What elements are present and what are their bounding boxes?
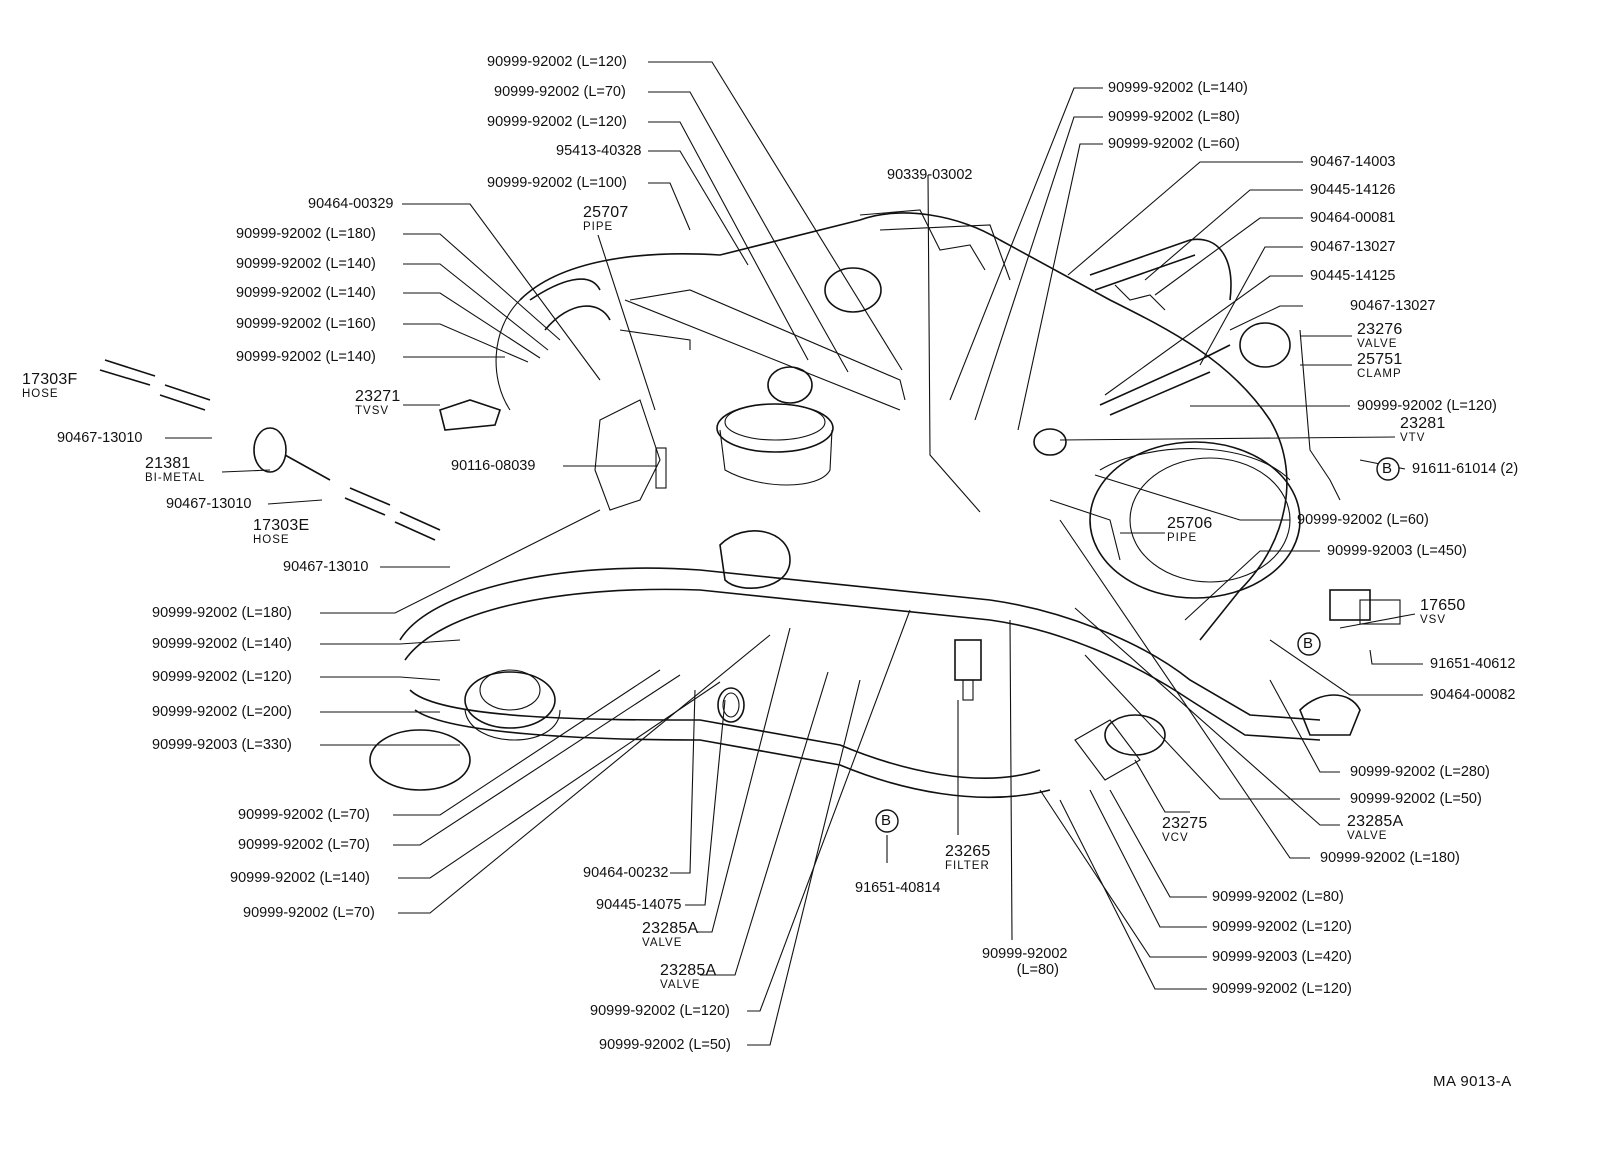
part-label: 90999-92002 (L=70): [238, 837, 370, 853]
part-label: 90445-14075: [596, 897, 682, 913]
reference-b-markers: [875, 457, 1400, 833]
part-label: 90999-92002 (L=120): [487, 54, 627, 70]
part-label: 90467-13010: [166, 496, 252, 512]
reference-b-letter: B: [1382, 460, 1393, 477]
part-label: 90999-92002 (L=120): [1357, 398, 1497, 414]
part-label: 90999-92002 (L=120): [152, 669, 292, 685]
part-label: 90999-92002 (L=70): [494, 84, 626, 100]
part-label: 90999-92002 (L=140): [152, 636, 292, 652]
part-label: 90999-92002 (L=120): [487, 114, 627, 130]
part-label: 90999-92002(L=80): [982, 946, 1068, 978]
part-label: 90467-13027: [1310, 239, 1396, 255]
part-label: 91611-61014 (2): [1412, 461, 1519, 477]
part-label: 90467-14003: [1310, 154, 1396, 170]
part-label: 90445-14126: [1310, 182, 1396, 198]
part-label: 90999-92003 (L=420): [1212, 949, 1352, 965]
part-label: 91651-40612: [1430, 656, 1516, 672]
part-label: 90339-03002: [887, 167, 973, 183]
part-label: 90999-92002 (L=70): [243, 905, 375, 921]
part-label: 90464-00329: [308, 196, 394, 212]
reference-b-letter: B: [881, 812, 892, 829]
part-label: 90999-92002 (L=140): [230, 870, 370, 886]
part-label: 90999-92002 (L=60): [1297, 512, 1429, 528]
part-label: 90999-92002 (L=120): [1212, 981, 1352, 997]
reference-b-letter: B: [1303, 635, 1314, 652]
part-label: 95413-40328: [556, 143, 642, 159]
part-label: 90999-92002 (L=180): [152, 605, 292, 621]
part-label: 90999-92003 (L=330): [152, 737, 292, 753]
part-label: 90999-92002 (L=120): [590, 1003, 730, 1019]
part-label: 90999-92002 (L=200): [152, 704, 292, 720]
part-label: 90467-13010: [283, 559, 369, 575]
part-label: 90999-92002 (L=180): [236, 226, 376, 242]
part-label: 90999-92002 (L=120): [1212, 919, 1352, 935]
part-label: 90999-92002 (L=140): [236, 285, 376, 301]
part-label: 90999-92003 (L=450): [1327, 543, 1467, 559]
part-label: 90464-00232: [583, 865, 669, 881]
part-label: 90999-92002 (L=50): [599, 1037, 731, 1053]
part-label: 90999-92002 (L=80): [1108, 109, 1240, 125]
part-label: 90999-92002 (L=280): [1350, 764, 1490, 780]
figure-id-code: MA 9013-A: [1433, 1073, 1512, 1090]
part-label: 90999-92002 (L=160): [236, 316, 376, 332]
part-label: 91651-40814: [855, 880, 941, 896]
part-label: 90999-92002 (L=140): [236, 256, 376, 272]
part-label: 90999-92002 (L=140): [236, 349, 376, 365]
part-label: 90467-13027: [1350, 298, 1436, 314]
part-label: 90999-92002 (L=100): [487, 175, 627, 191]
part-label: 90467-13010: [57, 430, 143, 446]
part-label: 90999-92002 (L=70): [238, 807, 370, 823]
part-label: 90464-00082: [1430, 687, 1516, 703]
part-label: 90999-92002 (L=60): [1108, 136, 1240, 152]
leader-lines: [165, 61, 1423, 1046]
part-label: 90999-92002 (L=180): [1320, 850, 1460, 866]
part-label: 90116-08039: [451, 458, 536, 474]
part-label: 90999-92002 (L=140): [1108, 80, 1248, 96]
part-label: 90445-14125: [1310, 268, 1396, 284]
part-label: 90464-00081: [1310, 210, 1396, 226]
part-label: 90999-92002 (L=80): [1212, 889, 1344, 905]
part-label: 90999-92002 (L=50): [1350, 791, 1482, 807]
